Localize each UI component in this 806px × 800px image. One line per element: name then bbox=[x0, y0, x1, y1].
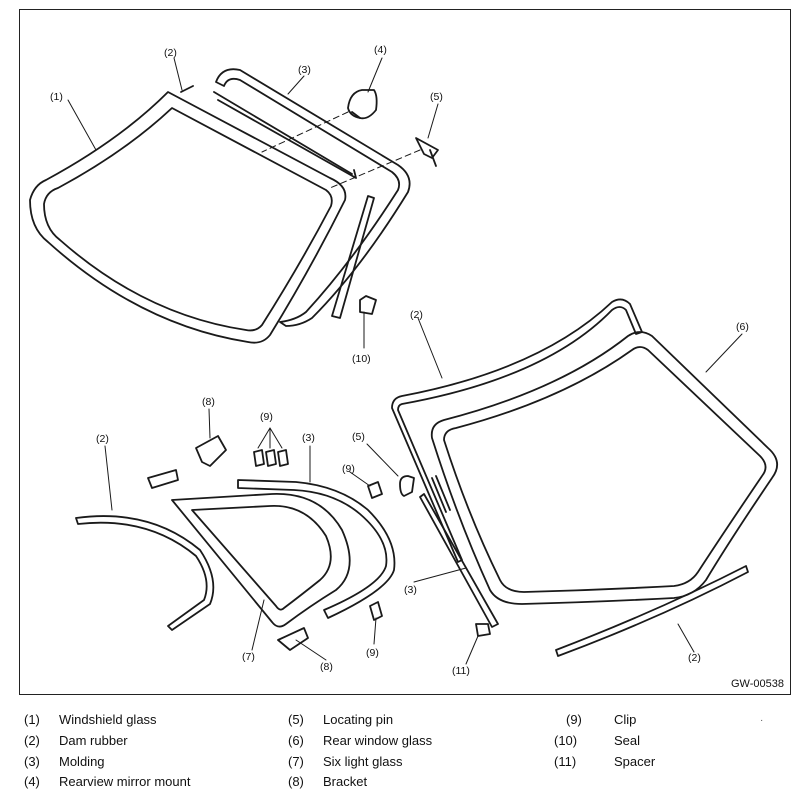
molding-strip bbox=[331, 195, 375, 319]
legend-number: (11) bbox=[554, 754, 577, 769]
legend-number: (10) bbox=[554, 733, 578, 748]
legend-label: Spacer bbox=[614, 754, 656, 769]
legend-label: Molding bbox=[59, 754, 105, 769]
callout-2-top: (2) bbox=[164, 47, 177, 59]
callout-9-single: (9) bbox=[342, 463, 355, 475]
legend-label: Dam rubber bbox=[59, 733, 128, 748]
diagram-frame bbox=[19, 9, 791, 695]
callout-8-bottom: (8) bbox=[320, 661, 333, 673]
spacer bbox=[475, 623, 491, 637]
dam-rubber-bottom bbox=[555, 565, 749, 657]
callout-2-rear: (2) bbox=[410, 309, 423, 321]
callout-1: (1) bbox=[50, 91, 63, 103]
dam-rubber-left bbox=[75, 515, 215, 631]
legend-number: (2) bbox=[24, 733, 40, 748]
legend-label: Six light glass bbox=[323, 754, 403, 769]
six-light-glass bbox=[171, 493, 351, 628]
callout-3-top: (3) bbox=[298, 64, 311, 76]
six-light-molding bbox=[237, 479, 396, 619]
callout-5-top: (5) bbox=[430, 91, 443, 103]
callout-2-left: (2) bbox=[96, 433, 109, 445]
windshield-molding bbox=[213, 68, 411, 327]
legend-label: Bracket bbox=[323, 774, 368, 789]
callout-11: (11) bbox=[452, 665, 470, 677]
legend-number: (8) bbox=[288, 774, 304, 789]
locating-pin-top bbox=[415, 137, 439, 167]
callout-9-bottom: (9) bbox=[366, 647, 379, 659]
rear-molding bbox=[419, 493, 499, 628]
stray-mark: · bbox=[760, 715, 764, 726]
mirror-mount-leader bbox=[261, 111, 349, 153]
legend-number: (5) bbox=[288, 712, 304, 727]
legend-number: (6) bbox=[288, 733, 304, 748]
callout-8-top: (8) bbox=[202, 396, 215, 408]
windshield-glass bbox=[29, 91, 347, 344]
legend-number: (4) bbox=[24, 774, 40, 789]
callout-4: (4) bbox=[374, 44, 387, 56]
dam-rubber-top bbox=[180, 85, 194, 93]
legend-number: (1) bbox=[24, 712, 40, 727]
clip-single-a bbox=[367, 481, 383, 499]
leader-lines bbox=[67, 57, 743, 665]
legend-label: Seal bbox=[614, 733, 641, 748]
locating-pin-bottom bbox=[399, 475, 415, 497]
rear-dam-rubber bbox=[391, 298, 643, 563]
clip-single-b bbox=[369, 601, 383, 621]
rearview-mirror-mount bbox=[347, 89, 378, 120]
callout-9-group: (9) bbox=[260, 411, 273, 423]
legend-number: (3) bbox=[24, 754, 40, 769]
parts-diagram: (1) (2) (3) (4) (5) (10) (2) (6) (8) (9)… bbox=[29, 44, 778, 677]
legend-label: Rearview mirror mount bbox=[59, 774, 191, 789]
callout-2-bottom: (2) bbox=[688, 652, 701, 664]
callout-6: (6) bbox=[736, 321, 749, 333]
locating-pin-leader bbox=[329, 149, 421, 189]
callout-7: (7) bbox=[242, 651, 255, 663]
callout-3-rear: (3) bbox=[404, 584, 417, 596]
legend-number: (9) bbox=[566, 712, 582, 727]
callout-10: (10) bbox=[352, 353, 371, 365]
bracket-top bbox=[195, 435, 227, 467]
callout-5-bottom: (5) bbox=[352, 431, 365, 443]
callout-3-mid: (3) bbox=[302, 432, 315, 444]
seal bbox=[359, 295, 377, 315]
legend-number: (7) bbox=[288, 754, 304, 769]
legend-label: Rear window glass bbox=[323, 733, 433, 748]
rear-window-glass bbox=[430, 331, 778, 605]
legend-label: Clip bbox=[614, 712, 637, 727]
bracket-bottom bbox=[277, 627, 309, 651]
legend-label: Windshield glass bbox=[59, 712, 157, 727]
bracket-block bbox=[147, 469, 179, 489]
legend-label: Locating pin bbox=[323, 712, 394, 727]
figure-code: GW-00538 bbox=[731, 678, 784, 690]
clips-group bbox=[253, 427, 289, 467]
